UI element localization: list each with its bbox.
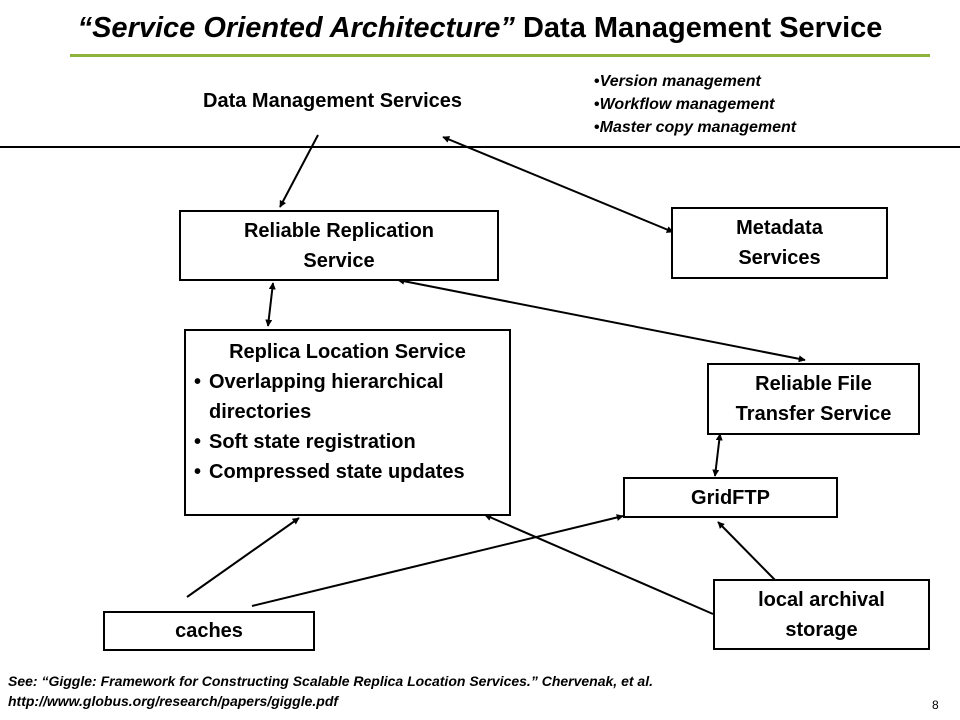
gridftp-label: GridFTP — [691, 486, 770, 509]
rls-bullet-list: Overlapping hierarchical directories Sof… — [186, 367, 509, 487]
rls-heading: Replica Location Service — [229, 341, 466, 363]
title-underline — [70, 54, 930, 57]
slide-title-italic: “Service Oriented Architecture” — [77, 12, 515, 44]
arrow-dms-metadata — [442, 136, 674, 233]
reliable-replication-service-box: Reliable Replication Service — [179, 210, 499, 281]
reliable-file-transfer-service-box: Reliable File Transfer Service — [707, 363, 920, 435]
rls-bullet-soft-state: Soft state registration — [194, 427, 509, 457]
rft-line-1: Reliable File — [755, 373, 872, 395]
reliable-replication-line-1: Reliable Replication — [243, 219, 435, 242]
feature-item-version: Version management — [594, 70, 796, 93]
data-management-services-label: Data Management Services — [203, 90, 463, 112]
page-number: 8 — [932, 698, 939, 712]
feature-item-master-copy: Master copy management — [594, 116, 797, 139]
feature-item-workflow: Workflow management — [594, 93, 796, 116]
local-archival-line-1: local archival — [758, 588, 885, 611]
arrow-storage-to-gridftp — [717, 521, 776, 581]
arrow-replication-rft — [397, 277, 806, 363]
arrow-replication-rls — [265, 282, 276, 327]
rft-line-2: Transfer Service — [735, 403, 892, 425]
metadata-line-1: Metadata — [736, 217, 823, 239]
metadata-services-box: Metadata Services — [671, 207, 888, 279]
rls-bullet-compressed: Compressed state updates — [194, 457, 509, 487]
caches-label: caches — [175, 620, 243, 642]
reliable-replication-line-2: Service — [303, 249, 375, 272]
arrow-caches-to-rls — [186, 517, 300, 598]
feature-list: Version management Workflow management M… — [594, 70, 797, 139]
arrow-caches-to-gridftp — [251, 514, 624, 607]
gridftp-box: GridFTP — [623, 477, 838, 518]
caches-box: caches — [103, 611, 315, 651]
arrow-rft-gridftp — [712, 433, 723, 477]
slide-title: “Service Oriented Architecture” Data Man… — [0, 12, 960, 45]
citation-text: See: “Giggle: Framework for Constructing… — [8, 673, 653, 689]
rls-bullet-hierarchical: Overlapping hierarchical directories — [194, 367, 509, 427]
arrow-storage-to-rls — [484, 514, 714, 615]
replica-location-service-box: Replica Location Service Overlapping hie… — [184, 329, 511, 516]
arrow-dms-to-replication — [279, 134, 319, 208]
local-archival-line-2: storage — [785, 618, 858, 641]
slide-title-plain: Data Management Service — [522, 12, 883, 44]
citation-url: http://www.globus.org/research/papers/gi… — [8, 693, 339, 709]
metadata-line-2: Services — [738, 247, 821, 269]
footer-citation: See: “Giggle: Framework for Constructing… — [8, 671, 653, 711]
local-archival-storage-box: local archival storage — [713, 579, 930, 650]
